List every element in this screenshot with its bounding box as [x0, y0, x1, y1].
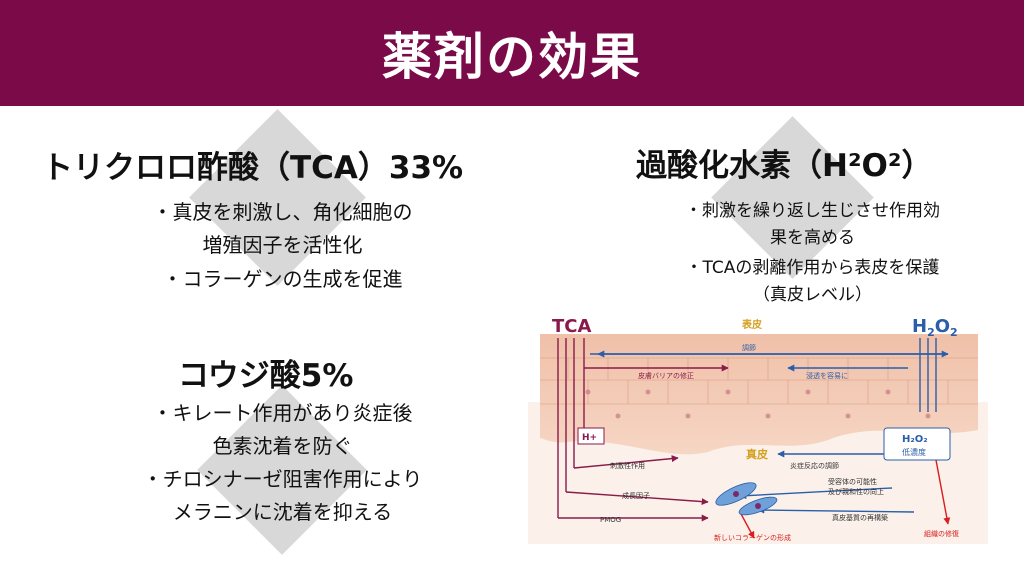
- label-inflammation: 炎症反応の調節: [790, 461, 839, 470]
- kojic-line-4: メラニンに沈着を抑える: [172, 500, 393, 524]
- h2o2-line-2: 果を高める: [770, 228, 855, 248]
- label-permeation: 浸透を容易に: [806, 371, 848, 380]
- h2o2-title: 過酸化水素（H²O²）: [636, 148, 933, 184]
- label-stimulation: 刺激性作用: [610, 461, 645, 470]
- header-banner: 薬剤の効果: [0, 0, 1024, 106]
- cell-nuclei: [585, 389, 931, 419]
- page-title: 薬剤の効果: [382, 28, 642, 86]
- label-receptor-2: 及び親和性の向上: [828, 487, 884, 496]
- label-barrier-repair: 皮膚バリアの修正: [638, 371, 694, 380]
- label-dermis: 真皮: [746, 447, 768, 461]
- label-pmog: PMOG: [600, 516, 621, 524]
- hplus-label: H+: [582, 433, 597, 443]
- h2o2-arrows: [597, 338, 951, 525]
- kojic-line-1: ・キレート作用があり炎症後: [152, 401, 413, 425]
- diagram-h2o2-label: H2O2: [912, 316, 958, 339]
- h2o2-low-line-1: H₂O₂: [902, 434, 928, 445]
- tca-line-2: 増殖因子を活性化: [202, 233, 363, 257]
- hplus-box: [577, 427, 605, 445]
- h2o2-low-line-2: 低濃度: [902, 447, 926, 457]
- mechanism-diagram: TCA 表皮 H2O2 H+ H₂O₂ 低濃度 調: [528, 316, 988, 544]
- tca-title: トリクロロ酢酸（TCA）33%: [42, 150, 464, 186]
- tca-line-1: ・真皮を刺激し、角化細胞の: [152, 200, 413, 224]
- diagram-tca-label: TCA: [552, 316, 591, 337]
- label-growth-factor: 成長因子: [622, 491, 650, 500]
- fibroblast-cells: [715, 482, 778, 516]
- epidermis-layer: [540, 334, 978, 455]
- cell-pattern: [540, 357, 978, 405]
- kojic-line-2: 色素沈着を防ぐ: [212, 434, 353, 458]
- label-matrix: 真皮基質の再構築: [832, 513, 888, 522]
- kojic-line-3: ・チロシナーゼ阻害作用により: [142, 467, 423, 491]
- label-receptor-1: 受容体の可能性: [828, 477, 877, 486]
- diagram-epidermis-label: 表皮: [741, 318, 762, 331]
- h2o2-line-3: ・TCAの剥離作用から表皮を保護: [685, 258, 940, 278]
- h2o2-low-box: [883, 427, 951, 461]
- kojic-title: コウジ酸5%: [178, 358, 354, 394]
- label-new-collagen: 新しいコラーゲンの形成: [714, 533, 791, 542]
- h2o2-line-4: （真皮レベル）: [753, 285, 872, 305]
- label-tissue-repair: 組織の修復: [924, 529, 959, 538]
- tca-line-3: ・コラーゲンの生成を促進: [162, 267, 403, 291]
- label-adjust: 調節: [742, 343, 756, 352]
- h2o2-line-1: ・刺激を繰り返し生じさせ作用効: [685, 201, 940, 221]
